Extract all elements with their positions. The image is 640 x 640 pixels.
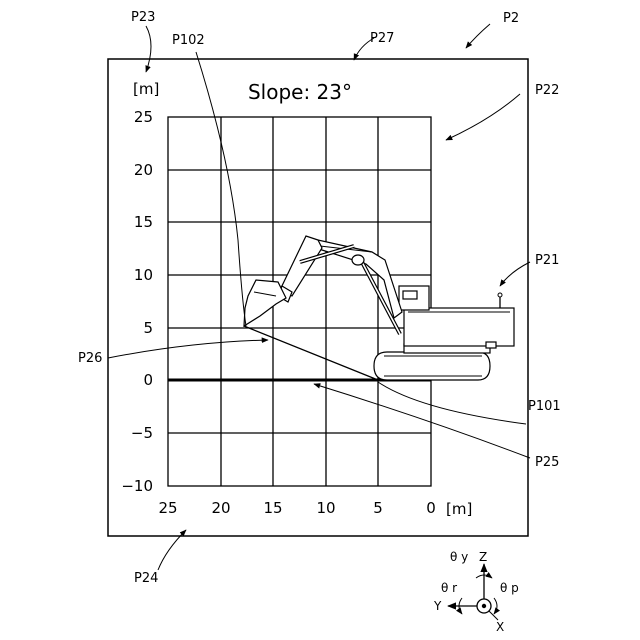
theta-p-arc — [494, 598, 497, 614]
ref-p102: P102 — [172, 33, 205, 48]
coordinate-axes-symbol: Z θ y θ r θ p Y X — [433, 550, 519, 634]
y-tick-label: 15 — [134, 213, 153, 231]
ref-p27: P27 — [370, 31, 394, 46]
boom-pin — [352, 255, 364, 265]
x-tick-label: 15 — [263, 499, 282, 517]
ref-p101: P101 — [528, 399, 561, 414]
z-label: Z — [479, 550, 487, 564]
x-label: X — [496, 620, 504, 634]
theta-y-label: θ y — [450, 550, 468, 564]
y-label: Y — [433, 599, 442, 613]
ref-p22: P22 — [535, 83, 559, 98]
ref-p23: P23 — [131, 10, 155, 25]
y-tick-label: 25 — [134, 108, 153, 126]
y-tick-label: 10 — [134, 266, 153, 284]
ref-p24: P24 — [134, 571, 158, 586]
x-tick-label: 25 — [158, 499, 177, 517]
y-tick-label: 5 — [143, 319, 153, 337]
antenna-tip — [498, 293, 502, 297]
y-tick-label: −10 — [121, 477, 153, 495]
x-tick-label: 10 — [316, 499, 335, 517]
ref-p26: P26 — [78, 351, 102, 366]
x-axis-dot — [482, 604, 486, 608]
x-tick-label: 0 — [426, 499, 436, 517]
x-axis-leader — [489, 611, 498, 620]
theta-r-label: θ r — [441, 581, 457, 595]
x-tick-label: 5 — [373, 499, 383, 517]
ref-p21: P21 — [535, 253, 559, 268]
x-unit-label: [m] — [446, 500, 472, 518]
slope-title: Slope: 23° — [248, 80, 352, 104]
leader-p2 — [466, 24, 490, 48]
upper-body — [404, 308, 514, 346]
y-unit-label: [m] — [133, 80, 159, 98]
theta-p-label: θ p — [500, 581, 519, 595]
y-tick-label: 0 — [143, 371, 153, 389]
y-tick-label: 20 — [134, 161, 153, 179]
cab-window — [403, 291, 417, 299]
x-tick-label: 20 — [211, 499, 230, 517]
engine-hood — [486, 342, 496, 348]
y-tick-label: −5 — [131, 424, 153, 442]
ref-p2: P2 — [503, 11, 519, 26]
ref-p25: P25 — [535, 455, 559, 470]
